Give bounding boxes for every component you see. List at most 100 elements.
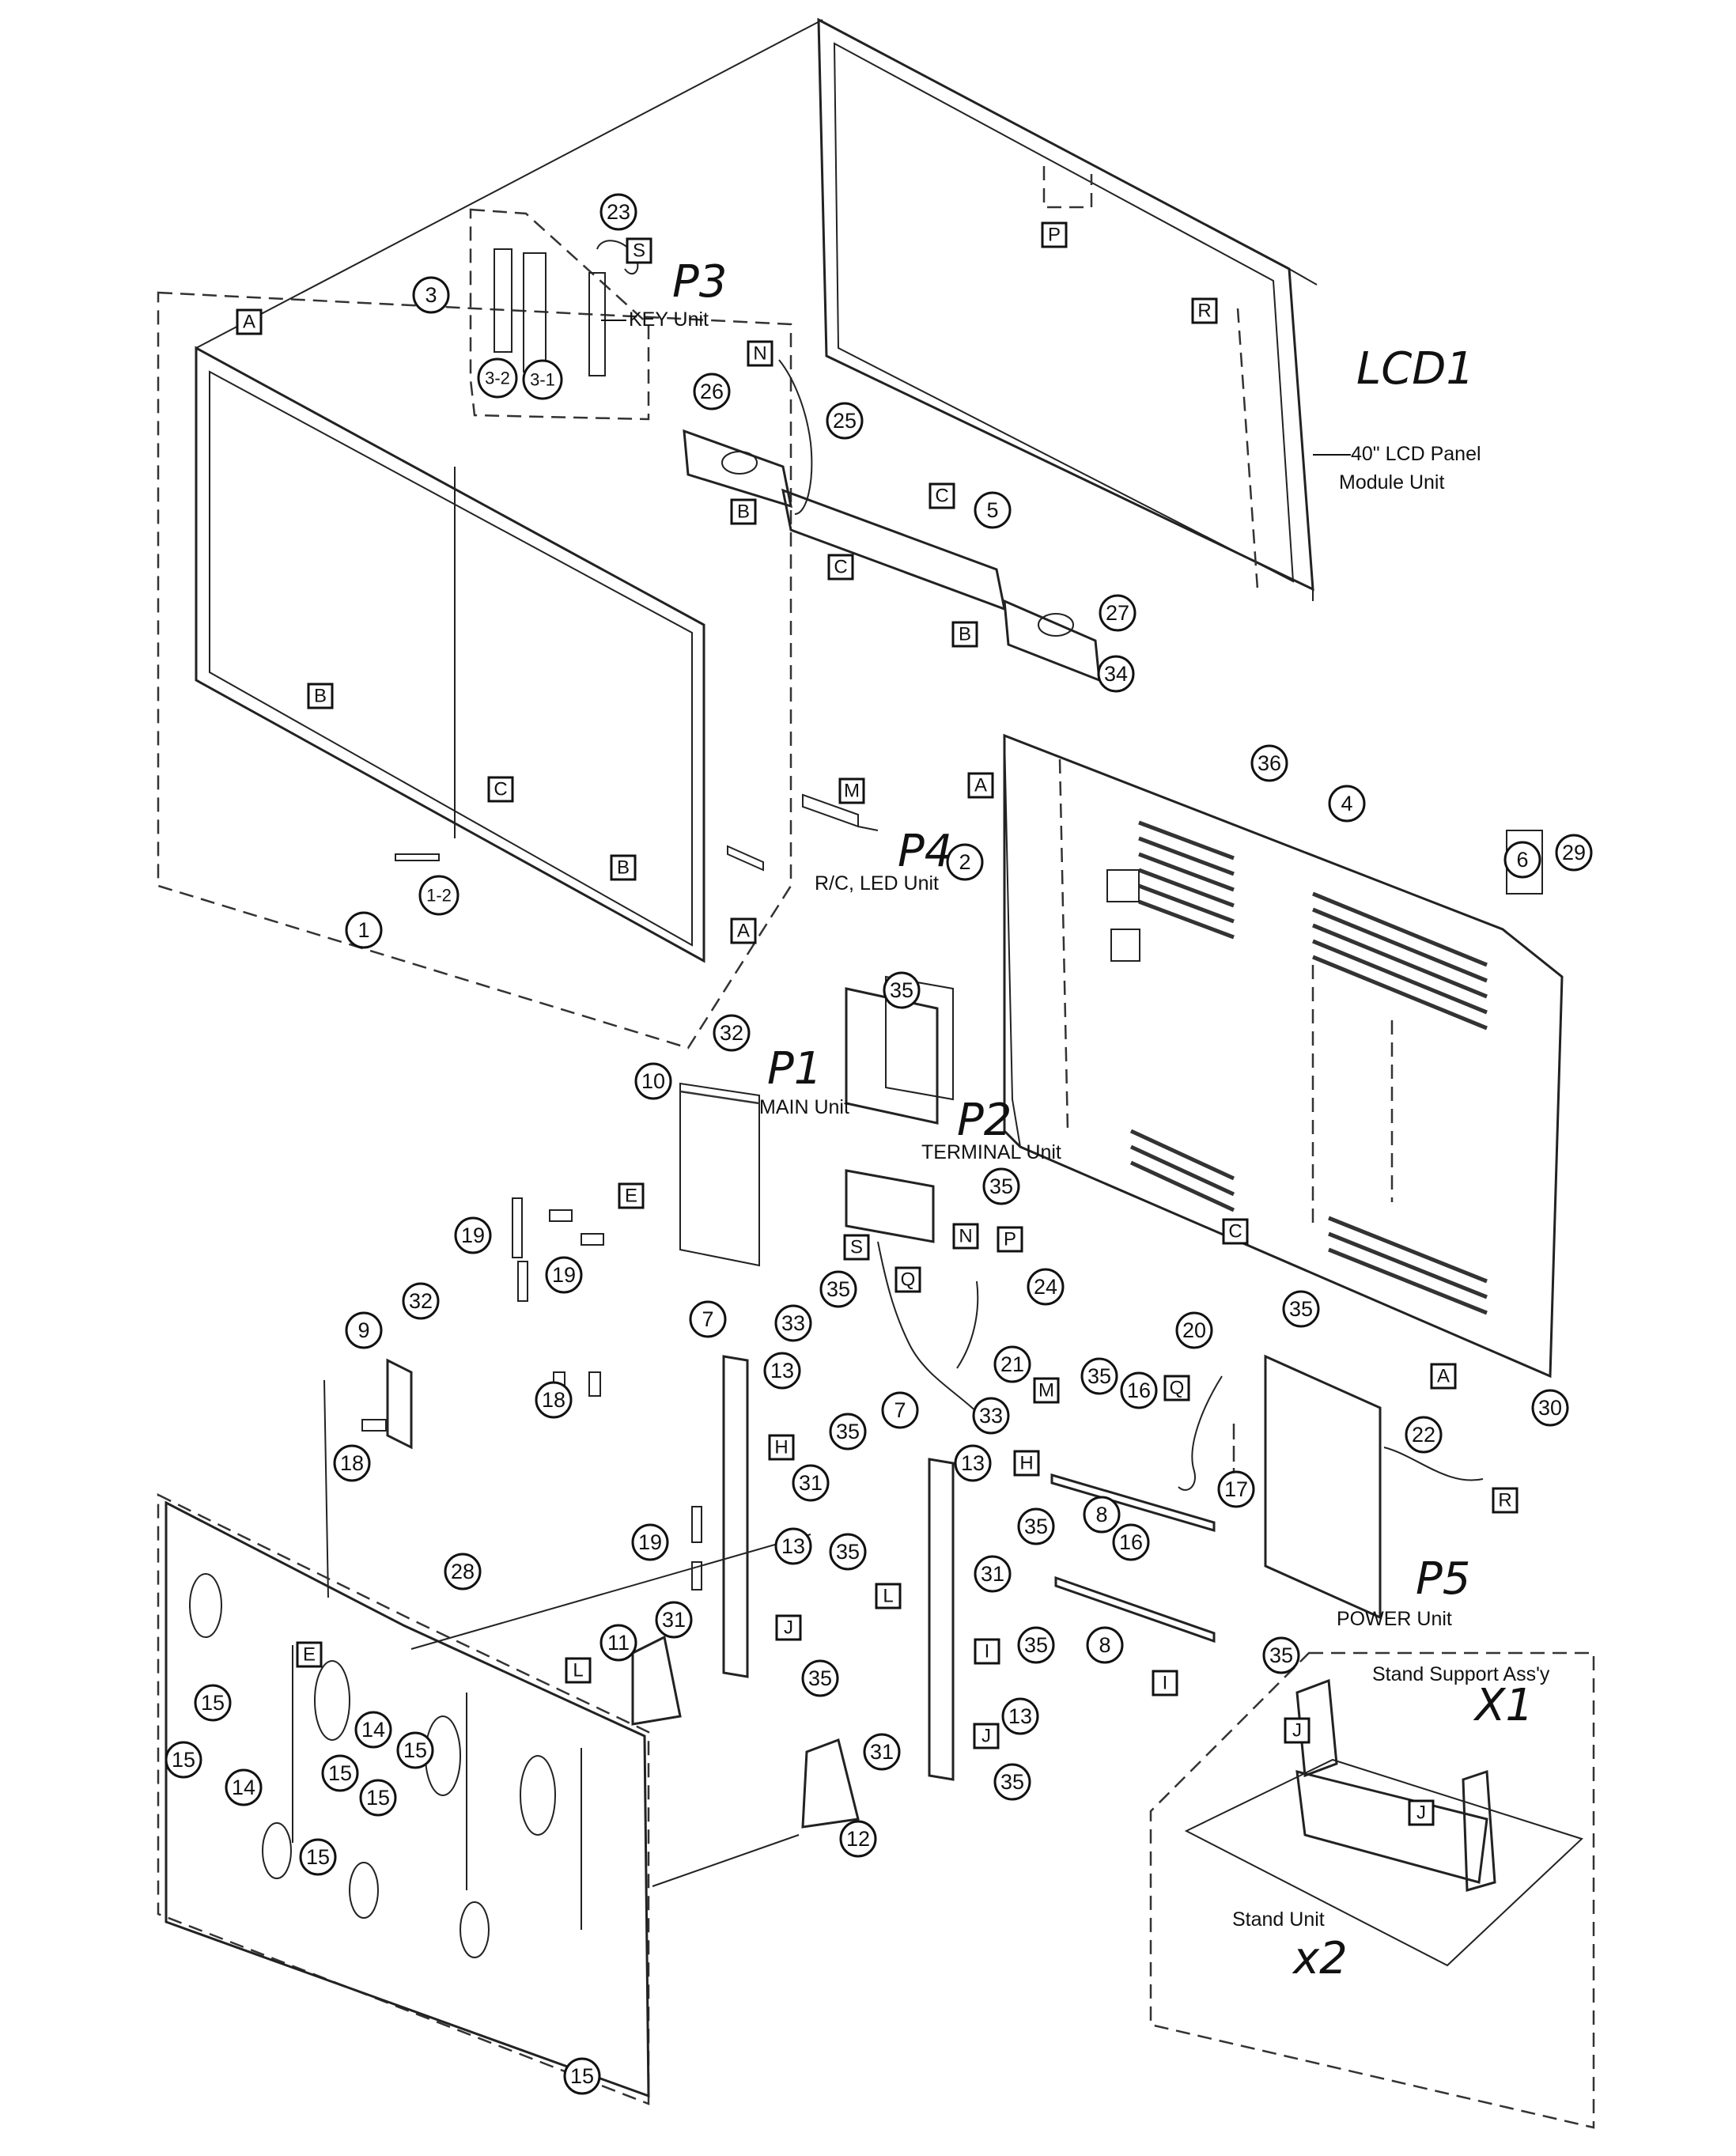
brackets-7 — [691, 1355, 955, 1781]
callout-31d: 31 — [863, 1733, 901, 1771]
svg-text:I: I — [985, 1641, 990, 1662]
callout-28: 28 — [444, 1553, 482, 1591]
svg-text:C: C — [1228, 1221, 1242, 1243]
svg-text:B: B — [737, 501, 750, 523]
svg-text:22: 22 — [1412, 1423, 1435, 1447]
svg-text:Q: Q — [901, 1269, 916, 1291]
svg-text:23: 23 — [607, 200, 630, 224]
svg-text:3-2: 3-2 — [485, 369, 510, 388]
callout-35c: 35 — [819, 1270, 857, 1308]
callout-7b: 7 — [881, 1391, 919, 1429]
stand-support-label: Stand Support Ass'y — [1372, 1663, 1550, 1685]
callout-16b: 16 — [1112, 1523, 1150, 1561]
front-bezel — [157, 19, 823, 1050]
svg-text:31: 31 — [662, 1608, 686, 1632]
rear-chassis — [157, 1492, 811, 2105]
part-callouts: 1 1-2 2 3 3-1 3-2 4 5 6 7 7 8 8 9 10 11 … — [165, 193, 1593, 2095]
svg-text:P: P — [1004, 1229, 1016, 1250]
box-letter-b1: B — [307, 683, 334, 709]
svg-text:15: 15 — [328, 1761, 352, 1785]
svg-text:M: M — [844, 781, 860, 802]
callout-13d: 13 — [1001, 1697, 1039, 1735]
svg-text:J: J — [1416, 1802, 1426, 1824]
box-letter-m2: M — [1033, 1377, 1060, 1404]
svg-text:E: E — [625, 1186, 637, 1207]
svg-text:N: N — [959, 1226, 972, 1247]
svg-text:35: 35 — [808, 1666, 832, 1690]
box-letter-j2: J — [973, 1723, 1000, 1749]
svg-text:1: 1 — [357, 918, 369, 942]
callout-7a: 7 — [689, 1300, 727, 1338]
lcd-panel-label-2: Module Unit — [1339, 471, 1444, 494]
svg-text:15: 15 — [403, 1738, 427, 1762]
svg-text:18: 18 — [542, 1388, 565, 1412]
svg-text:3: 3 — [425, 283, 437, 307]
callout-26: 26 — [693, 373, 731, 410]
callout-31b: 31 — [974, 1555, 1012, 1593]
callout-19a: 19 — [454, 1216, 492, 1254]
callout-22: 22 — [1405, 1416, 1443, 1454]
svg-text:35: 35 — [826, 1277, 850, 1301]
svg-text:13: 13 — [781, 1534, 805, 1558]
box-letter-j3: J — [1284, 1717, 1311, 1744]
callout-6: 6 — [1503, 841, 1541, 879]
svg-text:4: 4 — [1341, 792, 1352, 815]
svg-text:2: 2 — [959, 850, 970, 874]
box-letter-c3: C — [827, 554, 854, 581]
box-letter-l1: L — [875, 1583, 902, 1609]
box-letter-i1: I — [974, 1638, 1000, 1665]
svg-text:11: 11 — [607, 1631, 630, 1655]
svg-text:15: 15 — [570, 2064, 594, 2088]
svg-text:21: 21 — [1000, 1352, 1024, 1376]
callout-35a: 35 — [883, 971, 921, 1009]
svg-text:R: R — [1498, 1490, 1511, 1511]
svg-text:H: H — [774, 1437, 788, 1458]
callout-15c: 15 — [396, 1731, 434, 1769]
box-letter-s1: S — [626, 237, 652, 264]
svg-text:32: 32 — [409, 1289, 433, 1313]
callout-35l: 35 — [1262, 1636, 1300, 1674]
box-letter-q1: Q — [894, 1266, 921, 1293]
callout-11: 11 — [599, 1624, 637, 1662]
svg-text:A: A — [974, 775, 987, 796]
box-letter-r1: R — [1191, 297, 1218, 324]
callout-3-2: 3-2 — [477, 357, 518, 399]
svg-text:14: 14 — [361, 1718, 385, 1742]
svg-text:M: M — [1038, 1380, 1054, 1401]
box-letter-h1: H — [768, 1434, 795, 1461]
handwritten-p2: P2 — [957, 1095, 1012, 1146]
brackets-11-12 — [631, 1635, 860, 1829]
svg-text:B: B — [617, 857, 630, 879]
callout-4: 4 — [1328, 785, 1366, 823]
svg-text:6: 6 — [1516, 848, 1528, 872]
svg-text:C: C — [494, 779, 507, 800]
svg-text:31: 31 — [981, 1562, 1004, 1586]
svg-text:1-2: 1-2 — [426, 886, 452, 906]
callout-15e: 15 — [299, 1838, 337, 1876]
callout-35i: 35 — [993, 1763, 1031, 1801]
svg-text:35: 35 — [1087, 1364, 1111, 1388]
callout-33a: 33 — [774, 1304, 812, 1342]
callout-31a: 31 — [792, 1464, 830, 1502]
box-letter-p1: P — [1041, 221, 1068, 248]
terminal-unit-label: TERMINAL Unit — [921, 1141, 1061, 1163]
callout-3-1: 3-1 — [522, 359, 563, 400]
box-letter-c4: C — [1222, 1218, 1249, 1245]
callout-19c: 19 — [631, 1523, 669, 1561]
svg-text:35: 35 — [890, 978, 913, 1002]
key-unit-label: KEY Unit — [629, 308, 709, 331]
spacers — [361, 1197, 604, 1432]
svg-text:13: 13 — [1008, 1704, 1032, 1728]
callout-15b: 15 — [165, 1741, 202, 1779]
svg-text:C: C — [834, 557, 847, 578]
svg-text:19: 19 — [461, 1224, 485, 1247]
svg-text:E: E — [303, 1644, 316, 1666]
callout-15a: 15 — [194, 1684, 232, 1722]
svg-text:19: 19 — [552, 1263, 576, 1287]
callout-32a: 32 — [713, 1014, 751, 1052]
svg-text:29: 29 — [1562, 841, 1586, 864]
callout-15f: 15 — [563, 2057, 601, 2095]
handwritten-x2: x2 — [1292, 1933, 1348, 1984]
svg-text:14: 14 — [232, 1776, 255, 1799]
svg-text:H: H — [1019, 1453, 1033, 1474]
